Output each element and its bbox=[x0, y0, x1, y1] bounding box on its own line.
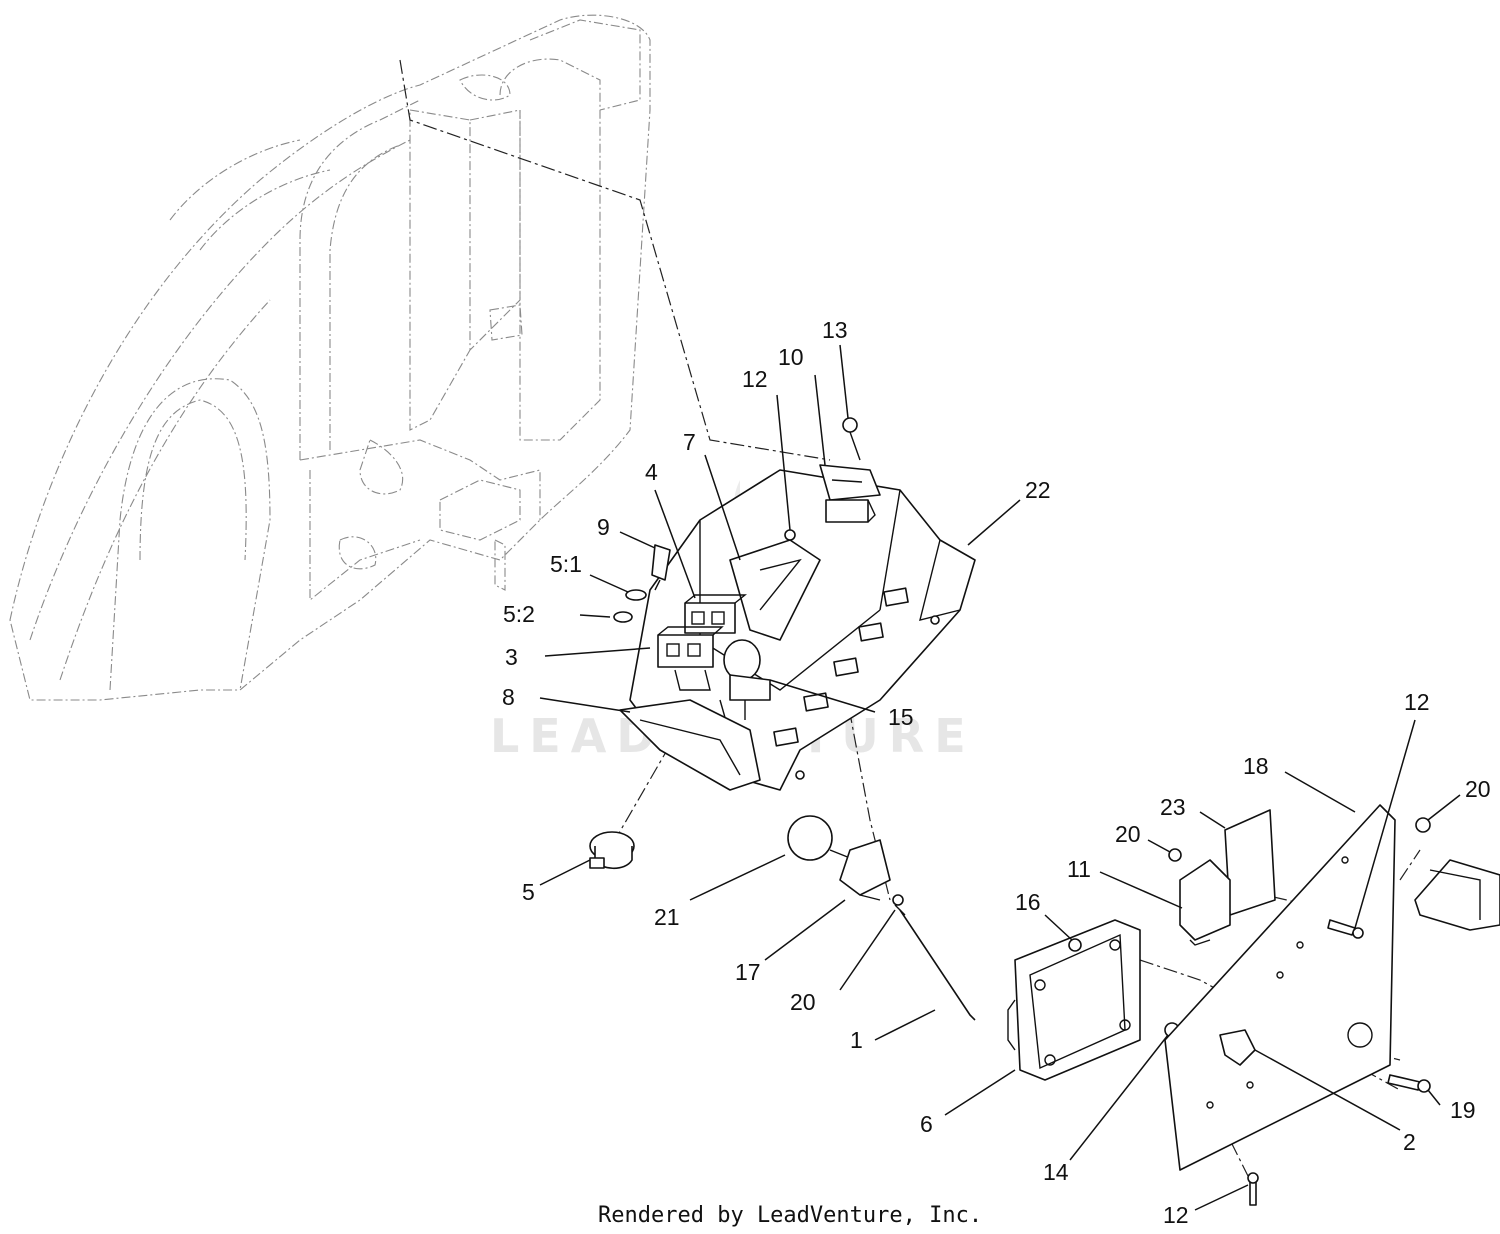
cable bbox=[892, 894, 976, 1021]
callout-19: 19 bbox=[1450, 1097, 1476, 1123]
key-switch-parts bbox=[613, 544, 671, 623]
callout-22: 22 bbox=[1025, 477, 1051, 503]
callout-2: 2 bbox=[1403, 1129, 1416, 1155]
callout-6: 6 bbox=[920, 1111, 933, 1137]
callout-11: 11 bbox=[1067, 856, 1091, 882]
callout-3: 3 bbox=[505, 644, 518, 670]
rocker-switches bbox=[657, 594, 747, 691]
interlock-switch bbox=[787, 815, 891, 901]
lever bbox=[1219, 1029, 1256, 1066]
callout-17: 17 bbox=[735, 959, 761, 985]
callout-5-1: 5:1 bbox=[550, 551, 582, 577]
callout-4: 4 bbox=[645, 459, 658, 485]
callout-5: 5 bbox=[522, 879, 535, 905]
hour-meter bbox=[784, 417, 881, 541]
callout-20-right: 20 bbox=[1465, 776, 1491, 802]
decal bbox=[1224, 809, 1276, 916]
callout-9: 9 bbox=[597, 514, 610, 540]
callout-14: 14 bbox=[1043, 1159, 1069, 1185]
console-housing-ghost bbox=[9, 14, 651, 701]
leader-lines bbox=[539, 344, 1461, 1211]
callout-20-center: 20 bbox=[1115, 821, 1141, 847]
callout-10: 10 bbox=[778, 344, 804, 370]
cover-plate bbox=[729, 539, 821, 641]
ignition-switch bbox=[589, 831, 635, 870]
choke-knob bbox=[723, 639, 771, 720]
callout-20-lower: 20 bbox=[790, 989, 816, 1015]
callout-12-bottom: 12 bbox=[1163, 1202, 1189, 1228]
callout-15: 15 bbox=[888, 704, 914, 730]
controller-module bbox=[1007, 919, 1180, 1081]
callout-12-right: 12 bbox=[1404, 689, 1430, 715]
callout-5-2: 5:2 bbox=[503, 601, 535, 627]
callout-23: 23 bbox=[1160, 794, 1186, 820]
footer-credit: Rendered by LeadVenture, Inc. bbox=[598, 1203, 982, 1228]
mounting-panel bbox=[1164, 804, 1396, 1171]
callout-12-upper: 12 bbox=[742, 366, 768, 392]
connector-block bbox=[1414, 817, 1500, 931]
lower-bracket bbox=[619, 699, 761, 791]
callout-18: 18 bbox=[1243, 753, 1269, 779]
callout-labels: 1 2 3 4 5 5:1 5:2 6 7 8 9 10 11 12 12 12… bbox=[502, 317, 1491, 1228]
bolts bbox=[1247, 919, 1431, 1206]
relay bbox=[1168, 848, 1231, 946]
callout-1: 1 bbox=[850, 1027, 863, 1053]
callout-13: 13 bbox=[822, 317, 848, 343]
callout-21: 21 bbox=[654, 904, 680, 930]
callout-8: 8 bbox=[502, 684, 515, 710]
callout-16: 16 bbox=[1015, 889, 1041, 915]
callout-7: 7 bbox=[683, 429, 696, 455]
